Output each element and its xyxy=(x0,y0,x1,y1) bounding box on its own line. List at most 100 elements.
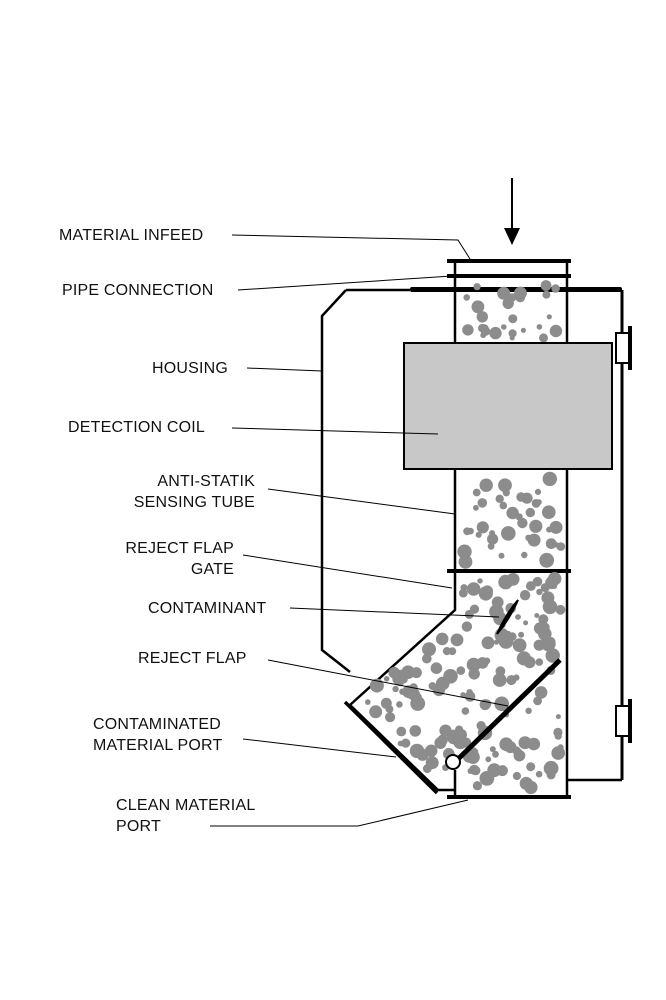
particle xyxy=(549,324,563,338)
leader-pipe-connection xyxy=(237,275,453,291)
particle xyxy=(463,527,471,536)
particle xyxy=(491,596,504,609)
particle xyxy=(460,584,468,592)
particle xyxy=(516,492,526,502)
particle xyxy=(396,726,407,737)
particle xyxy=(369,705,383,719)
particle xyxy=(455,725,464,734)
leader-clean-port xyxy=(210,799,469,827)
particle xyxy=(471,300,485,314)
particle xyxy=(542,505,556,519)
particle xyxy=(555,604,566,615)
particle xyxy=(556,542,566,551)
particle xyxy=(365,699,371,705)
particle xyxy=(555,714,561,720)
particle xyxy=(502,489,510,497)
reject-flap-pivot xyxy=(445,754,461,770)
particle xyxy=(385,712,396,723)
leader-housing xyxy=(246,367,323,372)
label-housing: HOUSING xyxy=(152,358,228,379)
label-contaminated-port-line2: MATERIAL PORT xyxy=(93,737,223,754)
leader-reject-flap xyxy=(267,659,509,707)
particle xyxy=(533,622,547,635)
particle xyxy=(546,770,556,780)
label-clean-port-line2: PORT xyxy=(116,818,161,835)
leader-detection-coil xyxy=(231,427,439,435)
leader-reject-flap-gate xyxy=(242,554,453,589)
label-material-infeed: MATERIAL INFEED xyxy=(59,225,203,246)
detection-coil xyxy=(403,342,613,470)
particle xyxy=(489,746,496,753)
particle xyxy=(422,653,432,664)
particle xyxy=(529,519,543,533)
particle xyxy=(476,657,489,669)
particle xyxy=(495,494,504,503)
particle xyxy=(545,648,560,663)
particle xyxy=(462,324,474,336)
reject-flap-gate-flange xyxy=(447,569,571,573)
particle xyxy=(527,737,541,751)
particle xyxy=(501,324,507,330)
particle xyxy=(448,647,457,656)
particle xyxy=(499,501,508,510)
label-reject-flap-gate: REJECT FLAP GATE xyxy=(100,538,234,580)
clean-port-flange xyxy=(447,795,571,799)
particle xyxy=(533,696,542,706)
particle xyxy=(554,732,562,740)
particle xyxy=(422,642,436,657)
label-reject-flap-gate-line1: REJECT FLAP xyxy=(125,540,234,557)
particle xyxy=(478,324,487,333)
leader-anti-statik xyxy=(267,488,456,515)
particle xyxy=(508,329,517,338)
particle xyxy=(492,673,507,687)
particle xyxy=(543,760,559,776)
particle xyxy=(410,667,422,679)
label-contaminated-material-port: CONTAMINATED MATERIAL PORT xyxy=(93,714,222,756)
particle xyxy=(422,764,432,773)
label-material-infeed-text: MATERIAL INFEED xyxy=(59,227,204,244)
particle xyxy=(551,284,560,293)
particle xyxy=(396,701,403,708)
particle xyxy=(542,471,557,487)
particle xyxy=(489,326,502,340)
particle xyxy=(534,613,540,618)
particle xyxy=(434,737,447,749)
label-anti-statik-line1: ANTI-STATIK xyxy=(157,473,255,490)
particle xyxy=(476,311,488,323)
pipe-connection-flange xyxy=(447,274,571,278)
particle xyxy=(460,692,466,698)
particle xyxy=(409,743,425,759)
particle xyxy=(501,526,516,541)
particle xyxy=(499,737,513,751)
particle xyxy=(525,707,532,714)
particle xyxy=(525,534,532,541)
label-contaminant-text: CONTAMINANT xyxy=(148,600,267,617)
particle xyxy=(536,588,543,596)
particle xyxy=(517,517,528,529)
particle xyxy=(468,668,480,680)
particle xyxy=(519,590,531,601)
particle xyxy=(498,478,512,493)
particle xyxy=(492,750,499,758)
particle xyxy=(466,689,473,696)
particle xyxy=(535,658,544,666)
particle xyxy=(520,327,527,333)
particle xyxy=(485,756,492,763)
label-pipe-connection: PIPE CONNECTION xyxy=(62,280,213,301)
label-reject-flap-gate-line2: GATE xyxy=(190,561,234,578)
particle xyxy=(539,552,555,568)
label-detection-coil-text: DETECTION COIL xyxy=(68,419,206,436)
particle xyxy=(409,725,422,737)
particle xyxy=(497,286,511,300)
particle xyxy=(481,636,495,650)
label-contaminated-port-line1: CONTAMINATED xyxy=(93,716,222,733)
particle xyxy=(513,674,520,681)
particle xyxy=(479,771,495,786)
particle xyxy=(531,499,541,508)
particle xyxy=(388,666,401,679)
particle xyxy=(546,314,552,320)
label-clean-port-line1: CLEAN MATERIAL xyxy=(116,797,256,814)
particle xyxy=(395,677,405,687)
particle xyxy=(401,738,411,748)
